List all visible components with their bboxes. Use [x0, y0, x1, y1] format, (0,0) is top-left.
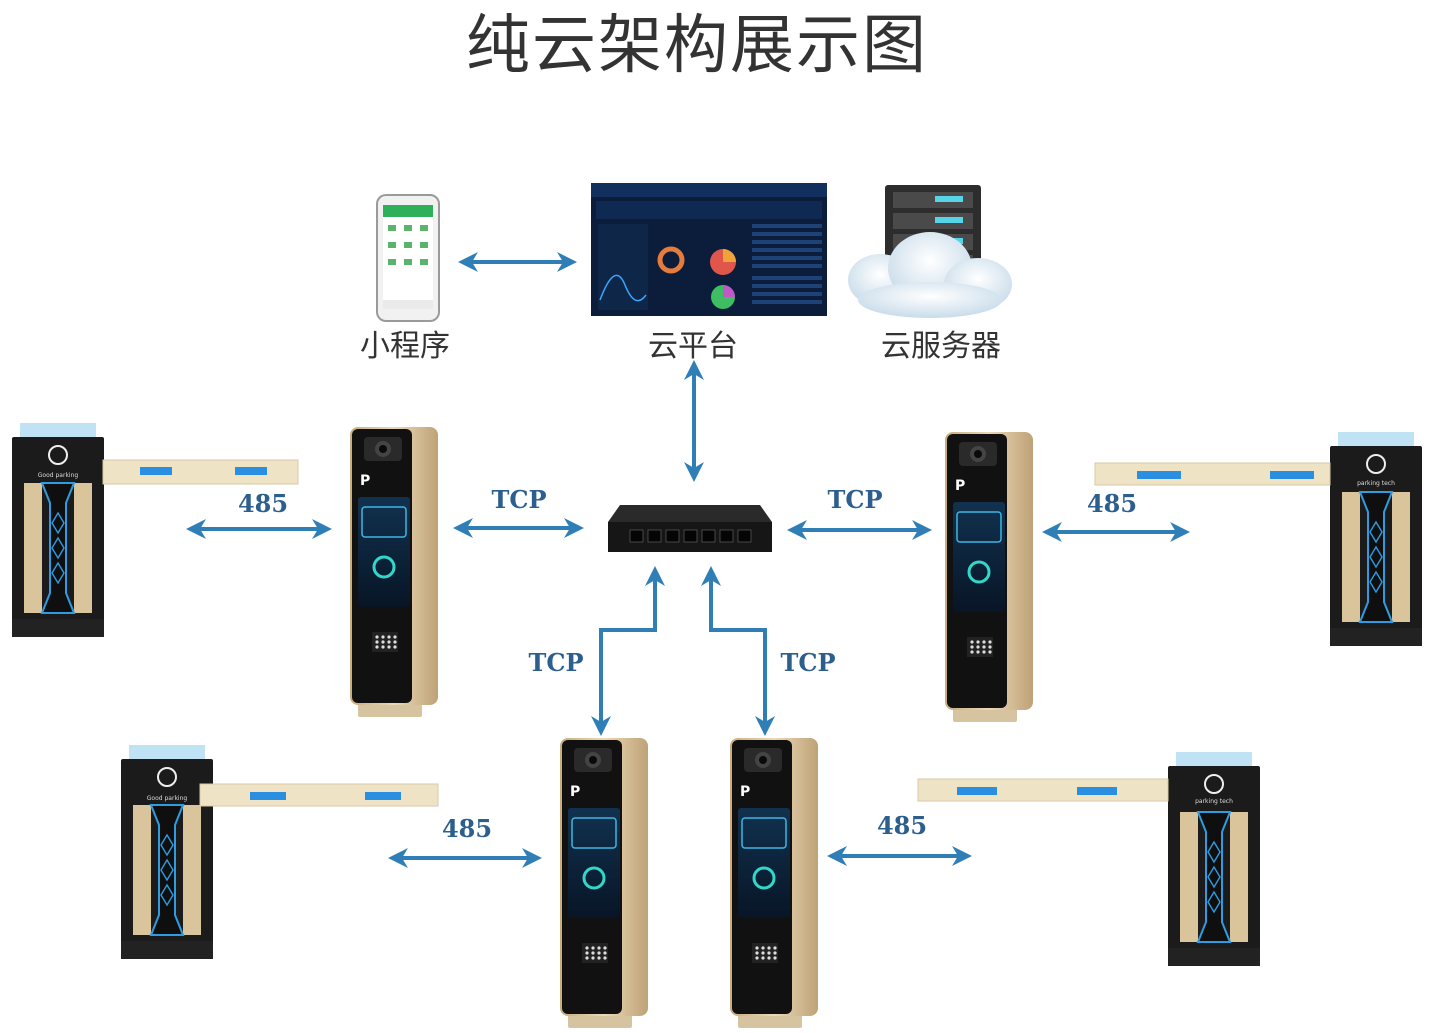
barrier-gate-bottom-right [917, 751, 1261, 967]
dashboard-screen-icon [591, 183, 827, 316]
label-485-right-bottom: 485 [877, 811, 927, 840]
network-switch-icon [608, 505, 772, 552]
kiosk-brand-right: P [955, 478, 965, 494]
kiosk-controller-bottom-right [728, 736, 820, 1030]
barrier-gate-top-right [1094, 431, 1423, 647]
cloud-platform-label: 云平台 [648, 329, 738, 364]
kiosk-brand-left: P [360, 473, 370, 489]
cloud-server-icon [848, 185, 1012, 318]
barrier-logo-top-left: Good parking [38, 472, 79, 479]
mini-program-label: 小程序 [360, 329, 450, 364]
cloud-server-label: 云服务器 [881, 329, 1001, 364]
arrow-tcp-bottom-left [591, 566, 665, 736]
label-tcp-bottom-right: TCP [780, 648, 835, 677]
barrier-gate-top-left [11, 422, 299, 638]
label-485-right-top: 485 [1087, 489, 1137, 518]
page-title: 纯云架构展示图 [466, 9, 928, 83]
barrier-logo-bottom-left: Good parking [147, 795, 188, 802]
label-485-left-bottom: 485 [442, 814, 492, 843]
phone-icon [376, 194, 440, 322]
barrier-gate-bottom-left [120, 744, 439, 960]
kiosk-brand-bottom-left: P [570, 784, 580, 800]
label-tcp-left: TCP [491, 485, 546, 514]
barrier-logo-bottom-right: parking tech [1195, 798, 1233, 805]
kiosk-brand-bottom-right: P [740, 784, 750, 800]
arrow-tcp-bottom-right [701, 566, 775, 736]
kiosk-controller-right [943, 430, 1035, 724]
kiosk-controller-left [348, 425, 440, 719]
label-485-left-top: 485 [238, 489, 288, 518]
kiosk-controller-bottom-left [558, 736, 650, 1030]
label-tcp-right: TCP [827, 485, 882, 514]
barrier-logo-top-right: parking tech [1357, 480, 1395, 487]
label-tcp-bottom-left: TCP [528, 648, 583, 677]
